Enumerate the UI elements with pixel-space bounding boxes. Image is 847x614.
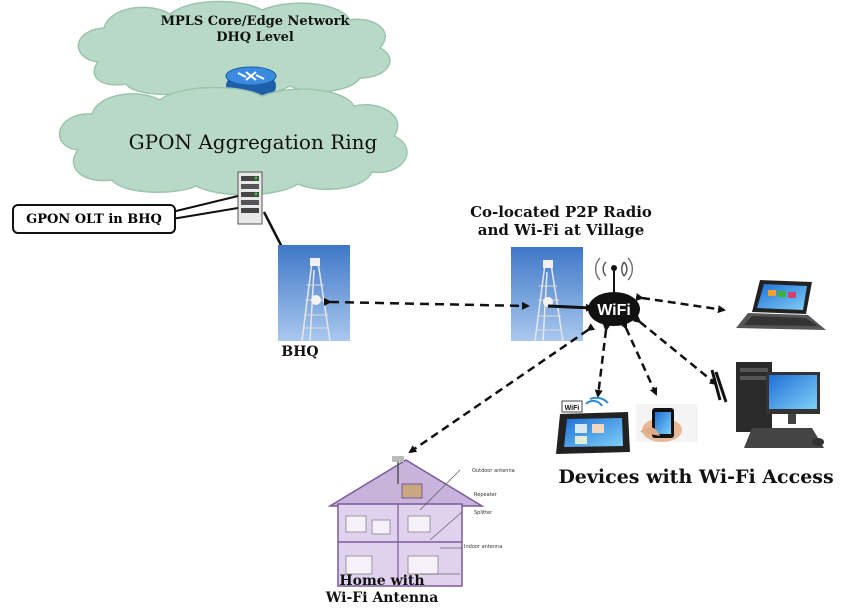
mpls-cloud-line2: DHQ Level — [216, 29, 294, 45]
tablet-wifi-badge: WiFi — [565, 405, 580, 412]
tablet-icon: WiFi — [556, 396, 630, 454]
home-illustration: Outdoor antenna Repeater Splitter Indoor… — [327, 456, 515, 587]
callout-outdoor-antenna: Outdoor antenna — [472, 468, 515, 474]
laptop-icon — [736, 280, 826, 330]
gpon-ring-label: GPON Aggregation Ring — [128, 130, 378, 154]
bhq-tower-image — [278, 245, 350, 342]
link-home — [408, 323, 596, 454]
mpls-cloud-line1: MPLS Core/Edge Network — [160, 14, 350, 29]
village-tower-image — [511, 247, 583, 342]
devices-label: Devices with Wi-Fi Access — [558, 466, 834, 488]
olt-rack-icon — [237, 171, 263, 225]
village-label-line1: Co-located P2P Radio — [470, 203, 652, 221]
smartphone-icon — [636, 404, 698, 442]
village-label-line2: and Wi-Fi at Village — [477, 221, 645, 239]
p2p-radio-link — [323, 297, 530, 310]
device-links — [408, 293, 726, 454]
bhq-label: BHQ — [281, 344, 319, 360]
callout-repeater: Repeater — [474, 492, 498, 498]
home-label: Home with Wi-Fi Antenna — [312, 573, 452, 607]
olt-label-box: GPON OLT in BHQ — [12, 204, 176, 234]
link-laptop — [635, 293, 726, 314]
village-label: Co-located P2P Radio and Wi-Fi at Villag… — [448, 203, 674, 239]
mpls-cloud-label: MPLS Core/Edge Network DHQ Level — [150, 14, 360, 45]
home-label-line2: Wi-Fi Antenna — [325, 589, 439, 606]
home-label-line1: Home with — [339, 573, 425, 589]
link-tablet — [594, 323, 611, 398]
callout-splitter: Splitter — [474, 510, 493, 516]
desktop-computer-icon — [710, 362, 824, 448]
olt-connector-lines — [171, 195, 239, 220]
wifi-hotspot-icon: WiFi — [588, 257, 640, 326]
tower-wifi-link — [547, 303, 594, 312]
link-desktop — [632, 315, 718, 386]
wifi-hotspot-text: WiFi — [597, 302, 631, 319]
callout-indoor-antenna: Indoor antenna — [464, 544, 502, 550]
link-smartphone — [619, 320, 658, 396]
gpon-ring-cloud — [58, 86, 408, 196]
